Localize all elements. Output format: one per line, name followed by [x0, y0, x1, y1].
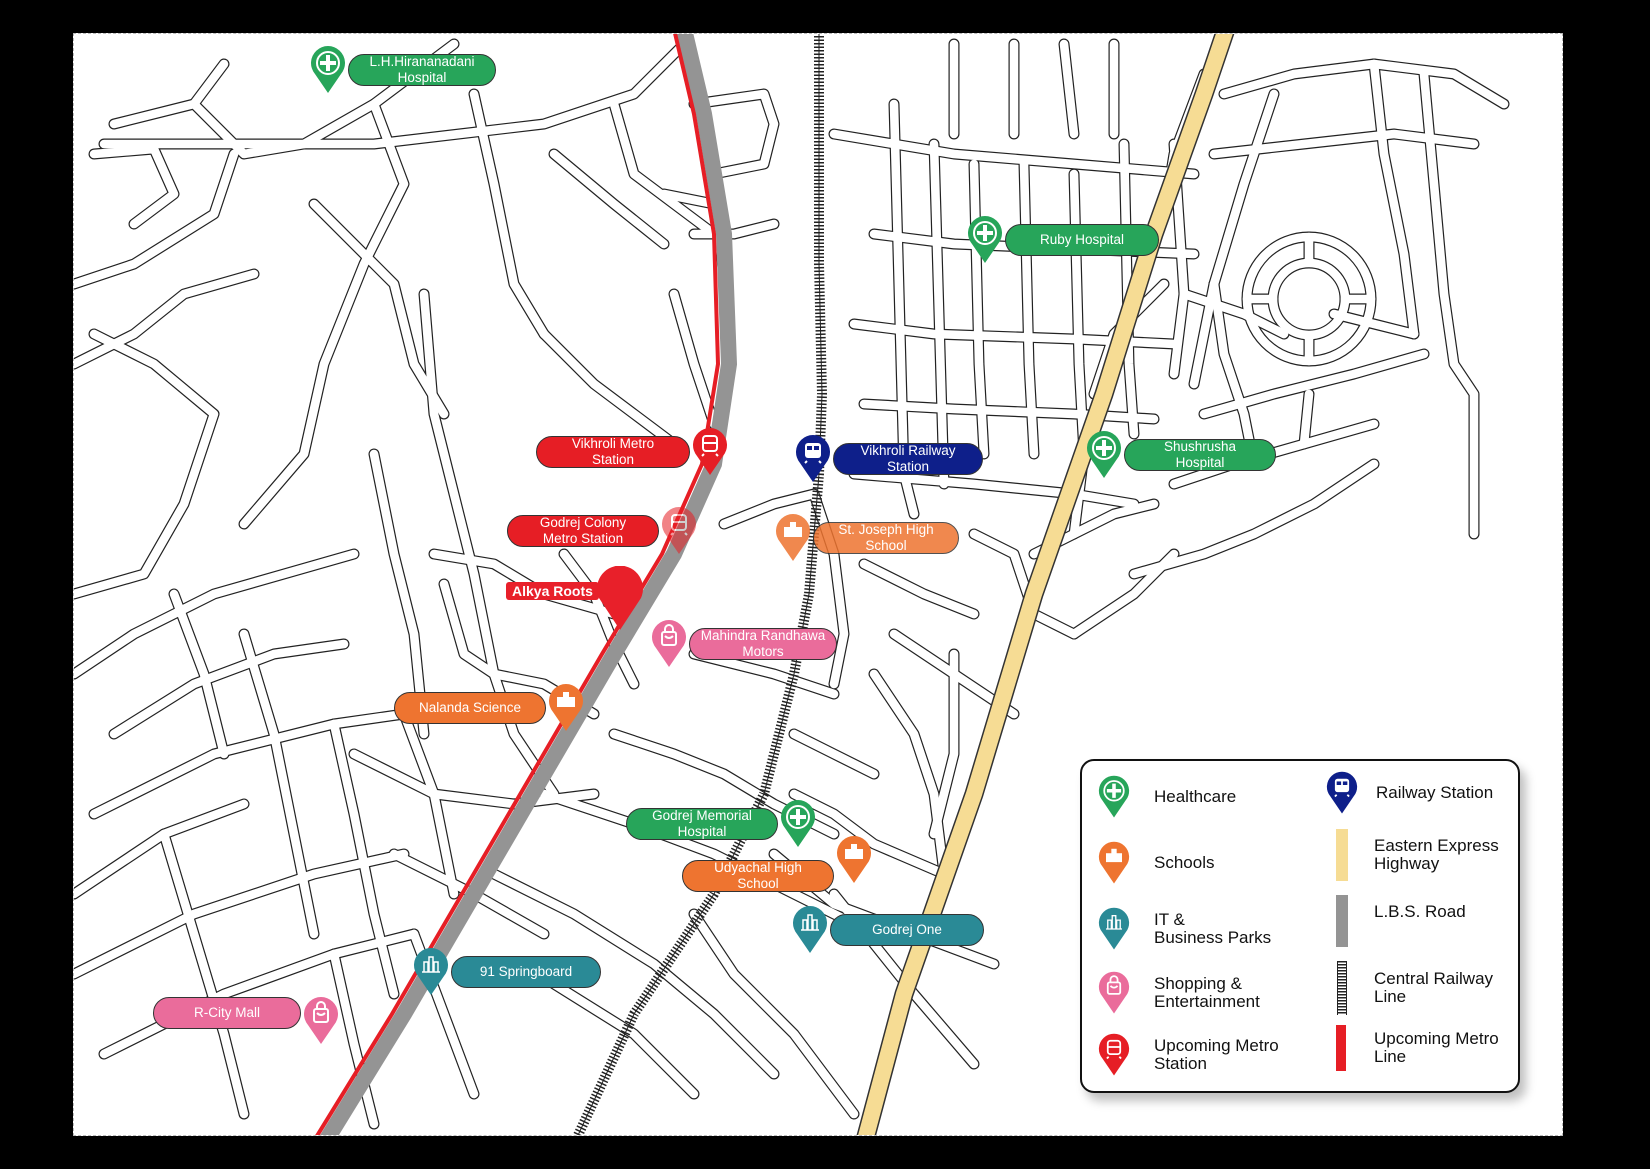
poi-label: Udyachal High School	[682, 860, 834, 892]
map-canvas[interactable]: L.H.Hirananadani Hospital Ruby Hospital …	[73, 33, 1563, 1136]
legend-item-metro-station: Upcoming Metro Station	[1098, 1033, 1279, 1077]
shopping-pin-icon	[304, 997, 338, 1044]
poi-label: R-City Mall	[153, 997, 301, 1029]
poi-ruby-hospital[interactable]: Ruby Hospital	[967, 216, 1159, 264]
it-park-pin-icon	[414, 948, 448, 995]
legend-label: Central Railway Line	[1374, 969, 1494, 1006]
legend-label: IT & Business Parks	[1154, 910, 1272, 947]
poi-label: Mahindra Randhawa Motors	[689, 628, 837, 660]
poi-label: St. Joseph High School	[813, 522, 959, 554]
poi-label: Godrej Colony Metro Station	[507, 515, 659, 547]
legend-item-schools: Schools	[1098, 841, 1214, 885]
poi-mahindra-randhawa-motors[interactable]: Mahindra Randhawa Motors	[651, 620, 837, 668]
poi-label: Nalanda Science	[394, 692, 546, 724]
map-legend: Healthcare Schools IT & Business Parks S…	[1080, 759, 1520, 1093]
poi-label: Ruby Hospital	[1005, 224, 1159, 256]
legend-item-railway-station: Railway Station	[1326, 771, 1493, 815]
legend-label: L.B.S. Road	[1374, 902, 1466, 921]
legend-item-lbs-road: L.B.S. Road	[1336, 895, 1466, 947]
metro-pin-icon	[693, 428, 727, 475]
poi-lh-hiranandani-hospital[interactable]: L.H.Hirananadani Hospital	[310, 46, 496, 94]
legend-item-shopping: Shopping & Entertainment	[1098, 971, 1260, 1015]
poi-label: Godrej One	[830, 914, 984, 946]
poi-st-joseph-high-school[interactable]: St. Joseph High School	[775, 514, 959, 562]
it-park-pin-icon	[793, 906, 827, 953]
healthcare-pin-icon	[1098, 775, 1130, 818]
poi-label: Godrej Memorial Hospital	[626, 808, 778, 840]
poi-vikhroli-metro-station[interactable]: Vikhroli Metro Station	[536, 428, 728, 476]
school-pin-icon	[776, 514, 810, 561]
legend-label: Upcoming Metro Line	[1374, 1029, 1499, 1066]
railway-pin-icon	[1326, 771, 1358, 814]
poi-vikhroli-railway-station[interactable]: Vikhroli Railway Station	[795, 435, 983, 483]
shopping-pin-icon	[1098, 971, 1130, 1014]
poi-label: L.H.Hirananadani Hospital	[348, 54, 496, 86]
it-park-pin-icon	[1098, 907, 1130, 950]
lbs-road-swatch	[1336, 895, 1348, 947]
legend-item-healthcare: Healthcare	[1098, 775, 1236, 819]
poi-label: 91 Springboard	[451, 956, 601, 988]
legend-label: Upcoming Metro Station	[1154, 1036, 1279, 1073]
healthcare-pin-icon	[311, 46, 345, 93]
poi-shushrusha-hospital[interactable]: Shushrusha Hospital	[1086, 431, 1276, 479]
metro-pin-icon	[662, 507, 696, 554]
poi-r-city-mall[interactable]: R-City Mall	[153, 989, 339, 1044]
project-label: Alkya Roots	[506, 582, 599, 600]
poi-label: Vikhroli Railway Station	[833, 443, 983, 475]
legend-label: Healthcare	[1154, 787, 1237, 806]
healthcare-pin-icon	[968, 216, 1002, 263]
school-pin-icon	[1098, 841, 1130, 884]
legend-label: Shopping & Entertainment	[1154, 974, 1260, 1011]
school-pin-icon	[837, 836, 871, 883]
project-location-pin-icon[interactable]	[595, 566, 645, 632]
legend-item-central-railway-line: Central Railway Line	[1337, 961, 1493, 1015]
poi-udyachal-high-school[interactable]: Udyachal High School	[682, 836, 872, 900]
legend-item-it-parks: IT & Business Parks	[1098, 907, 1271, 951]
metro-line-swatch	[1336, 1025, 1346, 1071]
highway-swatch	[1336, 829, 1348, 881]
metro-pin-icon	[1098, 1033, 1130, 1076]
railway-pin-icon	[796, 435, 830, 482]
school-pin-icon	[549, 684, 583, 731]
legend-label: Eastern Express Highway	[1374, 836, 1499, 873]
shopping-pin-icon	[652, 620, 686, 667]
legend-label: Schools	[1154, 853, 1215, 872]
poi-godrej-colony-metro-station[interactable]: Godrej Colony Metro Station	[507, 507, 697, 555]
poi-nalanda-science[interactable]: Nalanda Science	[394, 684, 584, 732]
healthcare-pin-icon	[781, 800, 815, 847]
poi-godrej-memorial-hospital[interactable]: Godrej Memorial Hospital	[626, 800, 816, 848]
poi-91-springboard[interactable]: 91 Springboard	[413, 948, 601, 996]
poi-godrej-one[interactable]: Godrej One	[792, 906, 984, 954]
poi-label: Vikhroli Metro Station	[536, 436, 690, 468]
healthcare-pin-icon	[1087, 431, 1121, 478]
legend-label: Railway Station	[1376, 783, 1494, 802]
poi-label: Shushrusha Hospital	[1124, 439, 1276, 471]
legend-item-eastern-express-highway: Eastern Express Highway	[1336, 829, 1499, 881]
railway-line-swatch	[1337, 961, 1347, 1015]
legend-item-metro-line: Upcoming Metro Line	[1336, 1025, 1499, 1071]
